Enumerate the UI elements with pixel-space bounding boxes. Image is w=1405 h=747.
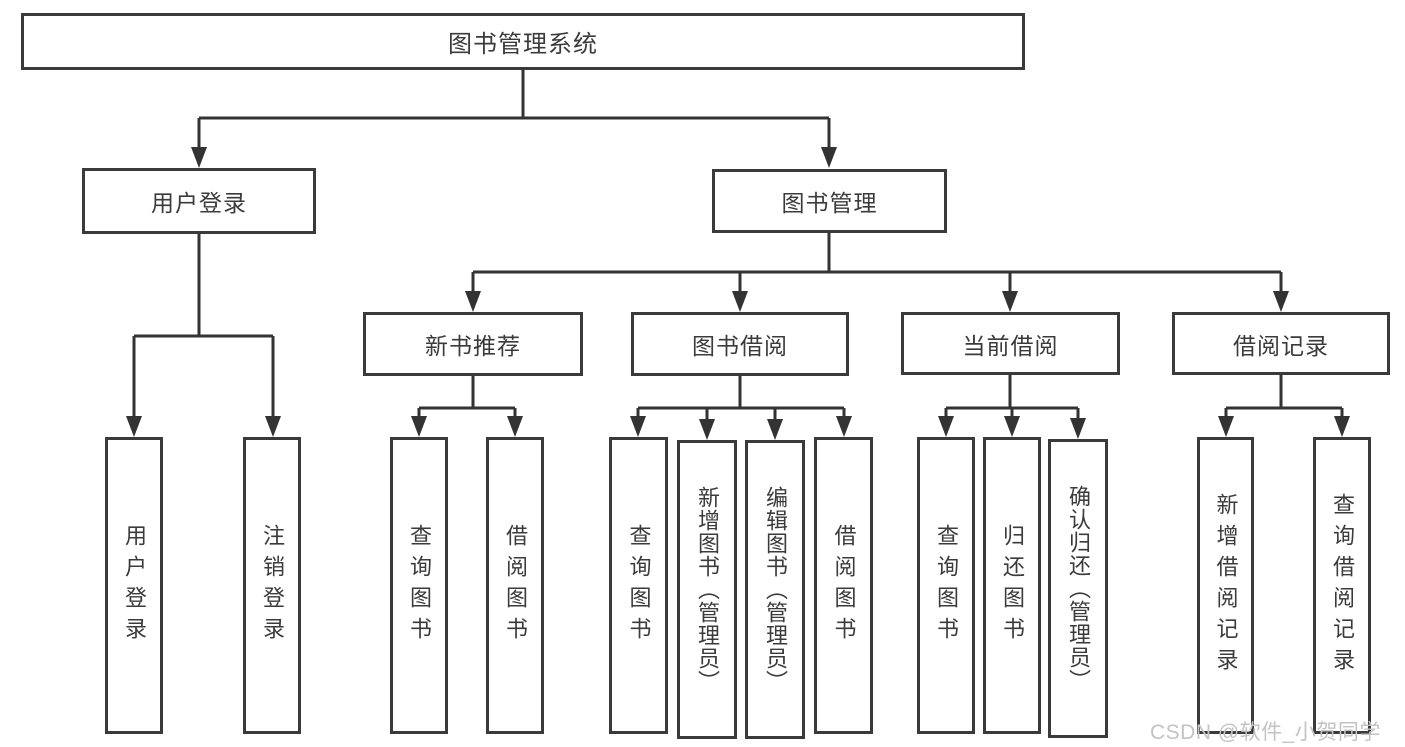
node-label: 确认归还（管理员） xyxy=(1066,485,1091,692)
node-label: 查询图书 xyxy=(934,523,959,648)
node-label: 查询图书 xyxy=(407,523,432,648)
leaf-borrow-books-recommend: 借阅图书 xyxy=(486,437,544,734)
leaf-query-books-current: 查询图书 xyxy=(917,437,975,734)
leaf-add-books-admin: 新增图书（管理员） xyxy=(677,440,737,739)
node-label: 用户登录 xyxy=(122,523,147,648)
node-label: 注销登录 xyxy=(260,523,285,648)
node-label: 借阅记录 xyxy=(1233,332,1329,359)
node-label: 新增图书（管理员） xyxy=(695,486,720,693)
node-book-management: 图书管理 xyxy=(712,169,947,233)
node-label: 当前借阅 xyxy=(962,332,1059,359)
node-library-management-system: 图书管理系统 xyxy=(21,13,1025,70)
node-current-borrowing: 当前借阅 xyxy=(901,312,1120,375)
node-label: 查询借阅记录 xyxy=(1330,492,1355,679)
leaf-add-borrow-record: 新增借阅记录 xyxy=(1197,437,1254,734)
node-label: 新书推荐 xyxy=(425,333,521,359)
leaf-query-books-borrow: 查询图书 xyxy=(609,437,668,734)
node-label: 图书管理系统 xyxy=(448,31,598,58)
node-label: 新增借阅记录 xyxy=(1213,492,1239,679)
csdn-watermark: CSDN @软件_小贺同学 xyxy=(1150,721,1381,744)
node-label: 查询图书 xyxy=(626,523,652,648)
node-borrowing-records: 借阅记录 xyxy=(1172,312,1390,375)
leaf-borrow-books-borrow: 借阅图书 xyxy=(814,437,873,734)
leaf-user-login: 用户登录 xyxy=(105,437,163,734)
node-label: 借阅图书 xyxy=(831,523,857,648)
node-user-login-group: 用户登录 xyxy=(82,168,316,234)
connector-lines xyxy=(132,69,1344,423)
node-new-book-recommend: 新书推荐 xyxy=(363,312,583,376)
node-label: 借阅图书 xyxy=(503,523,528,648)
node-book-borrowing: 图书借阅 xyxy=(631,312,849,376)
node-label: 编辑图书（管理员） xyxy=(763,486,788,693)
node-label: 图书借阅 xyxy=(692,333,788,359)
leaf-return-books: 归还图书 xyxy=(983,437,1041,734)
leaf-confirm-return-admin: 确认归还（管理员） xyxy=(1048,439,1108,738)
leaf-logout: 注销登录 xyxy=(243,437,301,734)
arrowheads xyxy=(126,147,1350,440)
node-label: 用户登录 xyxy=(151,190,247,216)
node-label: 归还图书 xyxy=(1000,523,1025,648)
leaf-query-borrow-record: 查询借阅记录 xyxy=(1313,437,1371,734)
node-label: 图书管理 xyxy=(781,190,878,216)
leaf-query-books-recommend: 查询图书 xyxy=(390,437,448,734)
leaf-edit-books-admin: 编辑图书（管理员） xyxy=(745,440,805,739)
